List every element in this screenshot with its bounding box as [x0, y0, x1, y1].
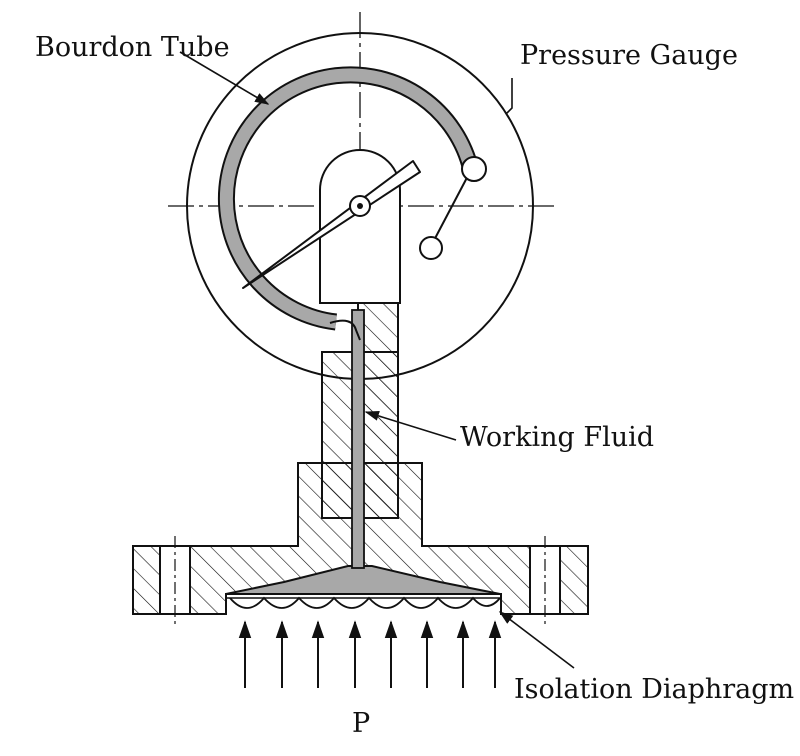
pressure-arrows: [238, 620, 502, 688]
working-fluid-label: Working Fluid: [460, 422, 654, 453]
isolation-diaphragm: [226, 593, 501, 609]
pressure-gauge-label: Pressure Gauge: [520, 40, 738, 71]
bourdon-tube-leader: [179, 51, 270, 105]
leader-lines: [179, 51, 575, 669]
pressure-gauge-leader: [505, 78, 513, 115]
working-fluid-leader: [364, 411, 457, 441]
pressure-symbol-label: P: [352, 708, 370, 739]
linkage: [419, 156, 487, 260]
isolation-diaphragm-leader: [498, 611, 575, 669]
bourdon-tube: [217, 66, 480, 341]
bourdon-tube-label: Bourdon Tube: [35, 32, 230, 63]
pointer-needle: [242, 160, 421, 289]
working-fluid-capillary: [351, 309, 365, 569]
isolation-diaphragm-label: Isolation Diaphragm: [514, 674, 794, 705]
